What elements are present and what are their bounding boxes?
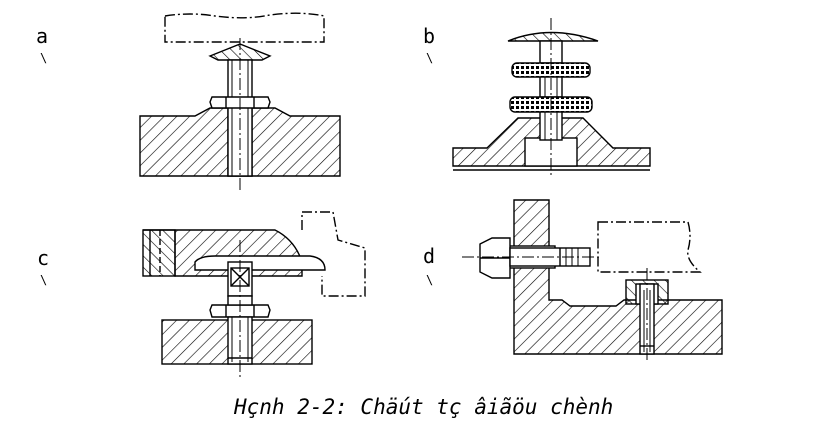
figure-d <box>462 199 723 362</box>
a-screw-head <box>208 43 272 61</box>
label-b-tick: \ <box>426 51 434 65</box>
c-workpiece-outline <box>301 211 366 297</box>
d-workpiece-outline <box>597 221 702 273</box>
figure-caption: Hçnh 2-2: Chäút tç âiãöu chènh <box>234 395 614 419</box>
label-a: a <box>36 24 49 48</box>
label-b: b <box>423 24 436 48</box>
figure-b <box>452 18 651 178</box>
label-c: c <box>37 246 50 270</box>
label-c-tick: \ <box>40 273 48 287</box>
d-body <box>513 199 723 355</box>
label-d-tick: \ <box>426 273 434 287</box>
b-head <box>507 31 599 42</box>
a-workpiece-outline <box>164 12 325 43</box>
figure-c <box>142 211 366 378</box>
label-a-tick: \ <box>40 51 48 65</box>
label-d: d <box>423 244 436 268</box>
figure-a <box>139 12 341 190</box>
c-swivel-pad <box>194 255 326 271</box>
